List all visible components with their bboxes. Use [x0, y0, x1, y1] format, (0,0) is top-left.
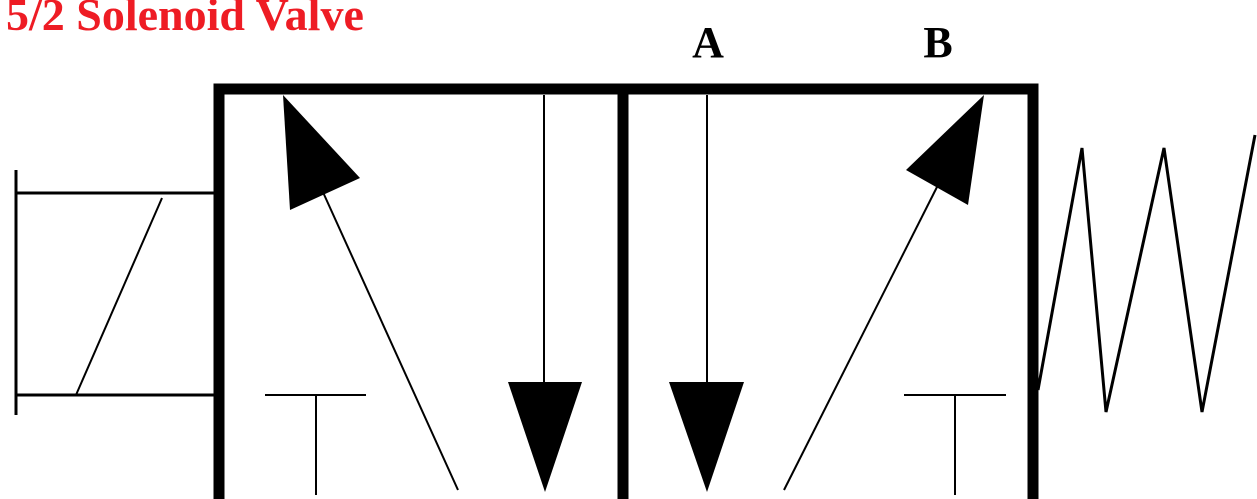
valve-right-square — [617, 83, 1039, 499]
valve-body — [213, 83, 1039, 499]
left-diagonal-arrowhead — [283, 95, 360, 210]
right-diagonal-arrowhead — [906, 95, 984, 205]
diagram-title: 5/2 Solenoid Valve — [6, 0, 364, 40]
spring-return — [1036, 134, 1257, 413]
solenoid-coil-diagonal — [75, 197, 163, 396]
left-diagonal-flow-line — [321, 189, 459, 491]
port-label-b: B — [923, 18, 952, 67]
solenoid-actuator — [14, 170, 218, 415]
right-diagonal-flow-line — [783, 184, 939, 491]
right-square-flow — [669, 95, 1006, 495]
right-vertical-arrowhead — [669, 382, 744, 492]
left-square-flow — [265, 95, 582, 495]
port-label-a: A — [692, 18, 724, 67]
left-vertical-arrowhead — [508, 382, 582, 492]
